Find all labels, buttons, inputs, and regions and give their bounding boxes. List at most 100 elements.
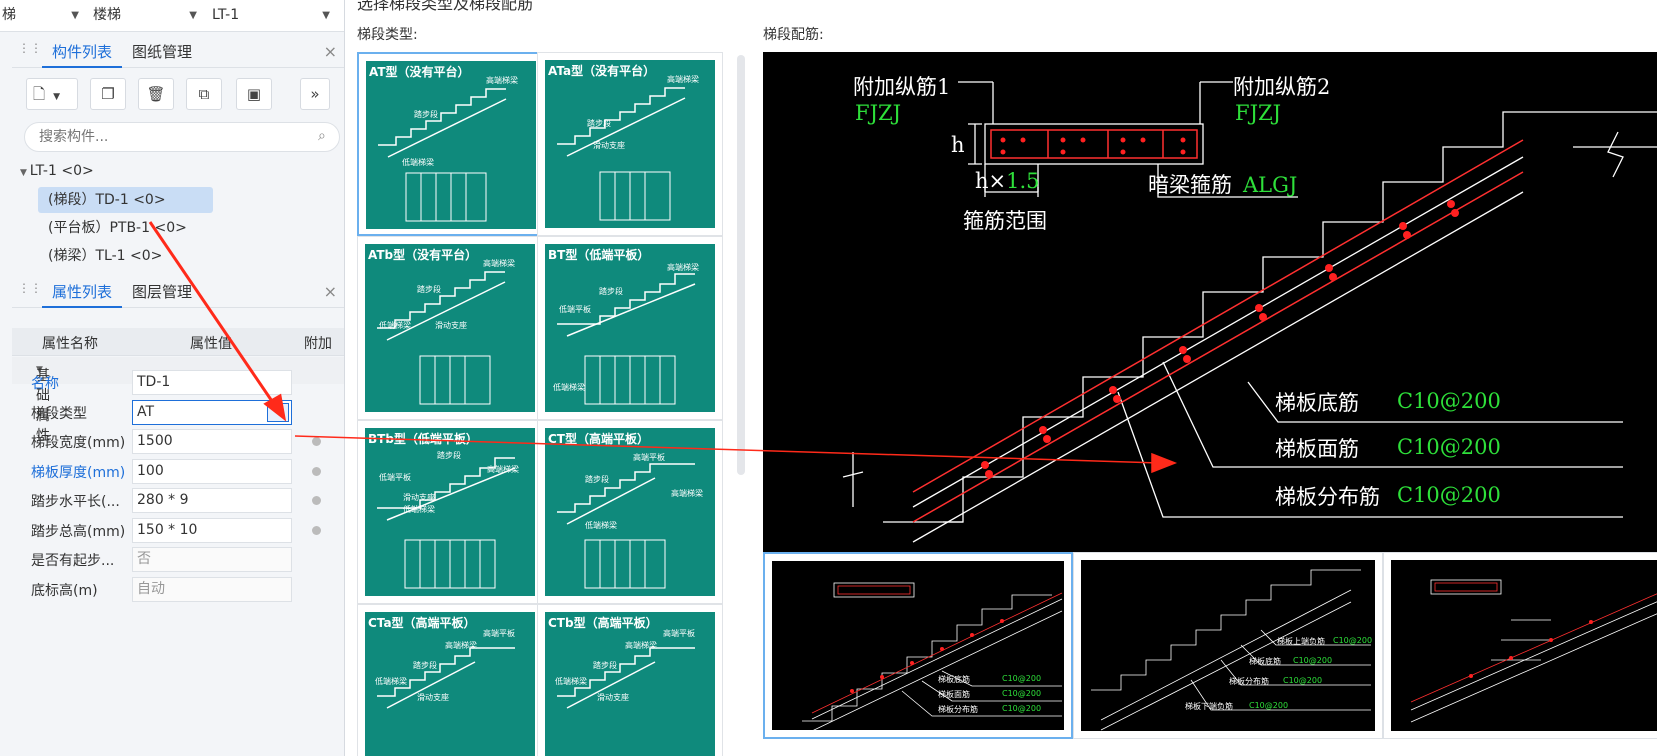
type-card-at[interactable]: AT型（没有平台） 高端梯梁 踏步段 低端梯梁: [357, 52, 543, 236]
variant-value: C10@200: [1002, 704, 1042, 713]
type-diagram: BTb型（低端平板） 踏步段 低端平板 高端梯梁 滑动支座 低端梯梁: [365, 428, 535, 596]
type-title: BTb型（低端平板）: [368, 432, 478, 446]
attach-checkbox[interactable]: [312, 437, 321, 446]
ellipsis-button[interactable]: ···: [267, 403, 289, 422]
type-diagram: CTa型（高端平板） 高端平板 高端梯梁 踏步段 低端梯梁 滑动支座: [365, 612, 535, 756]
prop-label: 梯板厚度(mm): [31, 465, 126, 481]
type-card-ata[interactable]: ATa型（没有平台） 高端梯梁 踏步段 滑动支座: [537, 52, 723, 236]
chevron-down-icon: ▼: [71, 10, 79, 21]
tab-property-list[interactable]: 属性列表: [42, 276, 123, 308]
rebar-variant-list: 梯板底筋 梯板面筋 梯板分布筋 C10@200 C10@200 C10@200 …: [763, 552, 1657, 756]
instance-select[interactable]: LT-1 ▼: [206, 0, 336, 31]
prop-row-bottom-elevation: 底标高(m) 自动: [0, 574, 333, 604]
prop-value-input[interactable]: 否: [132, 547, 292, 572]
more-button[interactable]: »: [300, 78, 330, 110]
type-diagram: CT型（高端平板） 高端平板 踏步段 高端梯梁 低端梯梁: [545, 428, 715, 596]
variant-note: 梯板上端负筋: [1277, 637, 1325, 646]
new-component-button[interactable]: 🗋▼: [26, 78, 78, 110]
fj2-code: FJZJ: [1235, 101, 1281, 125]
stair-diagram-icon: [557, 87, 686, 221]
variant-diagram: 梯板上端负筋 梯板底筋 梯板分布筋 梯板下端负筋 C10@200 C10@200…: [1081, 560, 1375, 731]
prop-label: 名称: [31, 376, 59, 392]
prop-label: 底标高(m): [31, 583, 98, 599]
stair-diagram-icon: [377, 647, 515, 709]
prop-row-width: 梯段宽度(mm) 1500: [0, 426, 333, 456]
search-icon[interactable]: ⌕: [318, 128, 326, 144]
variant-value: C10@200: [1002, 689, 1042, 698]
prop-row-name: 名称 TD-1: [0, 367, 333, 397]
copy-button[interactable]: ❐: [90, 78, 126, 110]
prop-value-input[interactable]: AT ···: [132, 400, 292, 425]
tab-component-list[interactable]: 构件列表: [42, 36, 123, 68]
type-title: AT型（没有平台）: [369, 65, 470, 79]
type-card-atb[interactable]: ATb型（没有平台） 高端梯梁 踏步段 滑动支座 低端梯梁: [357, 236, 543, 420]
attach-checkbox[interactable]: [312, 467, 321, 476]
type-tag: 踏步段: [414, 110, 438, 119]
prop-value-input[interactable]: 自动: [132, 577, 292, 602]
stair-diagram-icon: [377, 271, 506, 405]
tab-layer-manage[interactable]: 图层管理: [132, 283, 193, 301]
type-card-ctb[interactable]: CTb型（高端平板） 高端平板 高端梯梁 踏步段 低端梯梁 滑动支座: [537, 604, 723, 756]
search-input[interactable]: [24, 122, 340, 152]
type-title: ATa型（没有平台）: [548, 64, 656, 78]
floor-select-value: 梯: [2, 7, 16, 23]
prop-row-stair-type: 梯段类型 AT ···: [0, 397, 333, 427]
type-card-btb[interactable]: BTb型（低端平板） 踏步段 低端平板 高端梯梁 滑动支座 低端梯梁: [357, 420, 543, 604]
prop-value-input[interactable]: 1500: [132, 429, 292, 454]
type-diagram: ATa型（没有平台） 高端梯梁 踏步段 滑动支座: [545, 60, 715, 228]
drag-grip-icon[interactable]: ⋮⋮: [18, 281, 42, 295]
tree-root[interactable]: ▼ LT-1 <0>: [20, 158, 94, 184]
type-tag: 踏步段: [413, 661, 437, 670]
variant-card-2[interactable]: 梯板上端负筋 梯板底筋 梯板分布筋 梯板下端负筋 C10@200 C10@200…: [1073, 552, 1383, 739]
tree-item-td1[interactable]: (梯段）TD-1 <0>: [38, 187, 213, 213]
floor-select[interactable]: 梯 ▼: [0, 0, 85, 31]
type-tag: 低端梯梁: [553, 383, 585, 392]
variant-card-1[interactable]: 梯板底筋 梯板面筋 梯板分布筋 C10@200 C10@200 C10@200: [763, 552, 1073, 739]
variant-value: C10@200: [1333, 636, 1373, 645]
prop-row-thickness: 梯板厚度(mm) 100: [0, 456, 333, 486]
type-card-ct[interactable]: CT型（高端平板） 高端平板 踏步段 高端梯梁 低端梯梁: [537, 420, 723, 604]
type-tag: 踏步段: [599, 287, 623, 296]
close-icon[interactable]: ×: [323, 282, 337, 301]
type-label: 梯段类型:: [357, 27, 418, 43]
prop-value-input[interactable]: TD-1: [132, 370, 292, 395]
type-diagram: AT型（没有平台） 高端梯梁 踏步段 低端梯梁: [366, 61, 536, 229]
variant-drawing: [1091, 569, 1371, 731]
type-tag: 滑动支座: [435, 321, 467, 330]
prop-value-input[interactable]: 100: [132, 459, 292, 484]
duplicate-button[interactable]: ⧉: [186, 78, 222, 110]
tab-drawing-manage[interactable]: 图纸管理: [132, 43, 193, 61]
type-list-scrollbar[interactable]: [737, 55, 745, 475]
save-icon: ▣: [246, 85, 262, 103]
prop-value-input[interactable]: 280 * 9: [132, 488, 292, 513]
category-select[interactable]: 楼梯 ▼: [88, 0, 203, 31]
type-tag: 高端梯梁: [625, 641, 657, 650]
layers-icon: ⧉: [198, 85, 210, 103]
variant-note: 梯板分布筋: [1229, 677, 1269, 686]
close-icon[interactable]: ×: [323, 42, 337, 61]
prop-label: 梯段类型: [31, 406, 87, 422]
attach-checkbox[interactable]: [312, 496, 321, 505]
prop-value-input[interactable]: 150 * 10: [132, 518, 292, 543]
type-tag: 踏步段: [437, 451, 461, 460]
component-panel-header: ⋮⋮ 构件列表 图纸管理 ×: [12, 36, 344, 68]
variant-card-3[interactable]: [1383, 552, 1657, 739]
fj1-label: 附加纵筋1: [853, 75, 950, 99]
type-tag: 低端梯梁: [402, 158, 434, 167]
type-tag: 踏步段: [587, 119, 611, 128]
save-button[interactable]: ▣: [236, 78, 272, 110]
col-property-value: 属性值: [190, 336, 232, 352]
tree-item-tl1[interactable]: (梯梁）TL-1 <0>: [48, 248, 163, 264]
prop-label: 踏步总高(mm): [31, 524, 126, 540]
type-tag: 踏步段: [417, 285, 441, 294]
type-title: CTb型（高端平板）: [548, 616, 658, 630]
type-card-bt[interactable]: BT型（低端平板） 高端梯梁 踏步段 低端平板 低端梯梁: [537, 236, 723, 420]
col-property-name: 属性名称: [42, 336, 98, 352]
attach-checkbox[interactable]: [312, 526, 321, 535]
type-tag: 踏步段: [585, 475, 609, 484]
delete-button[interactable]: 🗑: [138, 78, 174, 110]
chevron-down-icon: ▼: [36, 365, 43, 375]
drag-grip-icon[interactable]: ⋮⋮: [18, 41, 42, 55]
type-card-cta[interactable]: CTa型（高端平板） 高端平板 高端梯梁 踏步段 低端梯梁 滑动支座: [357, 604, 543, 756]
tree-item-ptb1[interactable]: (平台板）PTB-1 <0>: [48, 220, 187, 236]
